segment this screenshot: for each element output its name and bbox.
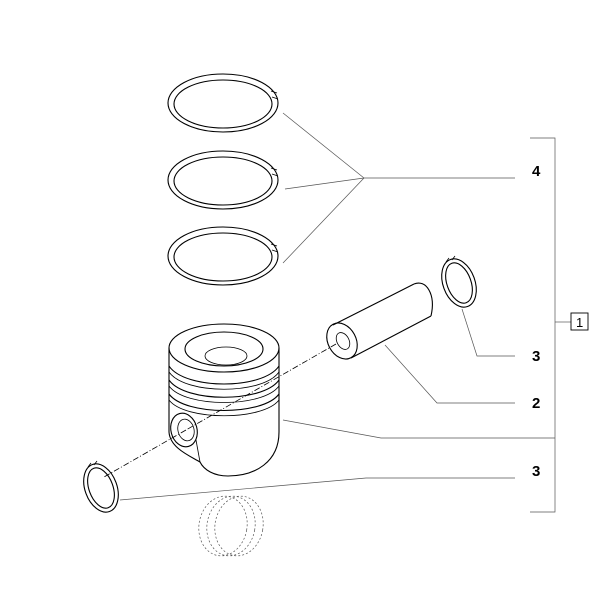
piston-ring-middle (167, 150, 279, 210)
callout-3-lower-label: 3 (532, 463, 540, 480)
callout-1-box (570, 312, 589, 331)
callout-2-leader (384, 344, 515, 404)
pin-axis-centerline (103, 343, 337, 478)
callout-3-upper-label: 3 (532, 348, 540, 365)
piston-ring-top (167, 73, 279, 133)
callout-1-piston-leader (282, 419, 555, 439)
piston-pin (326, 282, 433, 360)
callout-1-label: 1 (576, 315, 583, 330)
piston (168, 323, 280, 477)
callout-3-upper-leader (461, 308, 515, 357)
piston-ring-bottom (167, 226, 279, 286)
assembly-bracket (530, 137, 589, 513)
callout-4-label: 4 (532, 163, 541, 180)
callout-4-leaders (282, 112, 515, 264)
circlip-upper (441, 255, 477, 308)
reference-ring-ghost (198, 495, 264, 557)
callout-2-label: 2 (532, 395, 540, 412)
callout-3-lower-leader (119, 477, 515, 501)
circlip-lower (83, 460, 119, 513)
